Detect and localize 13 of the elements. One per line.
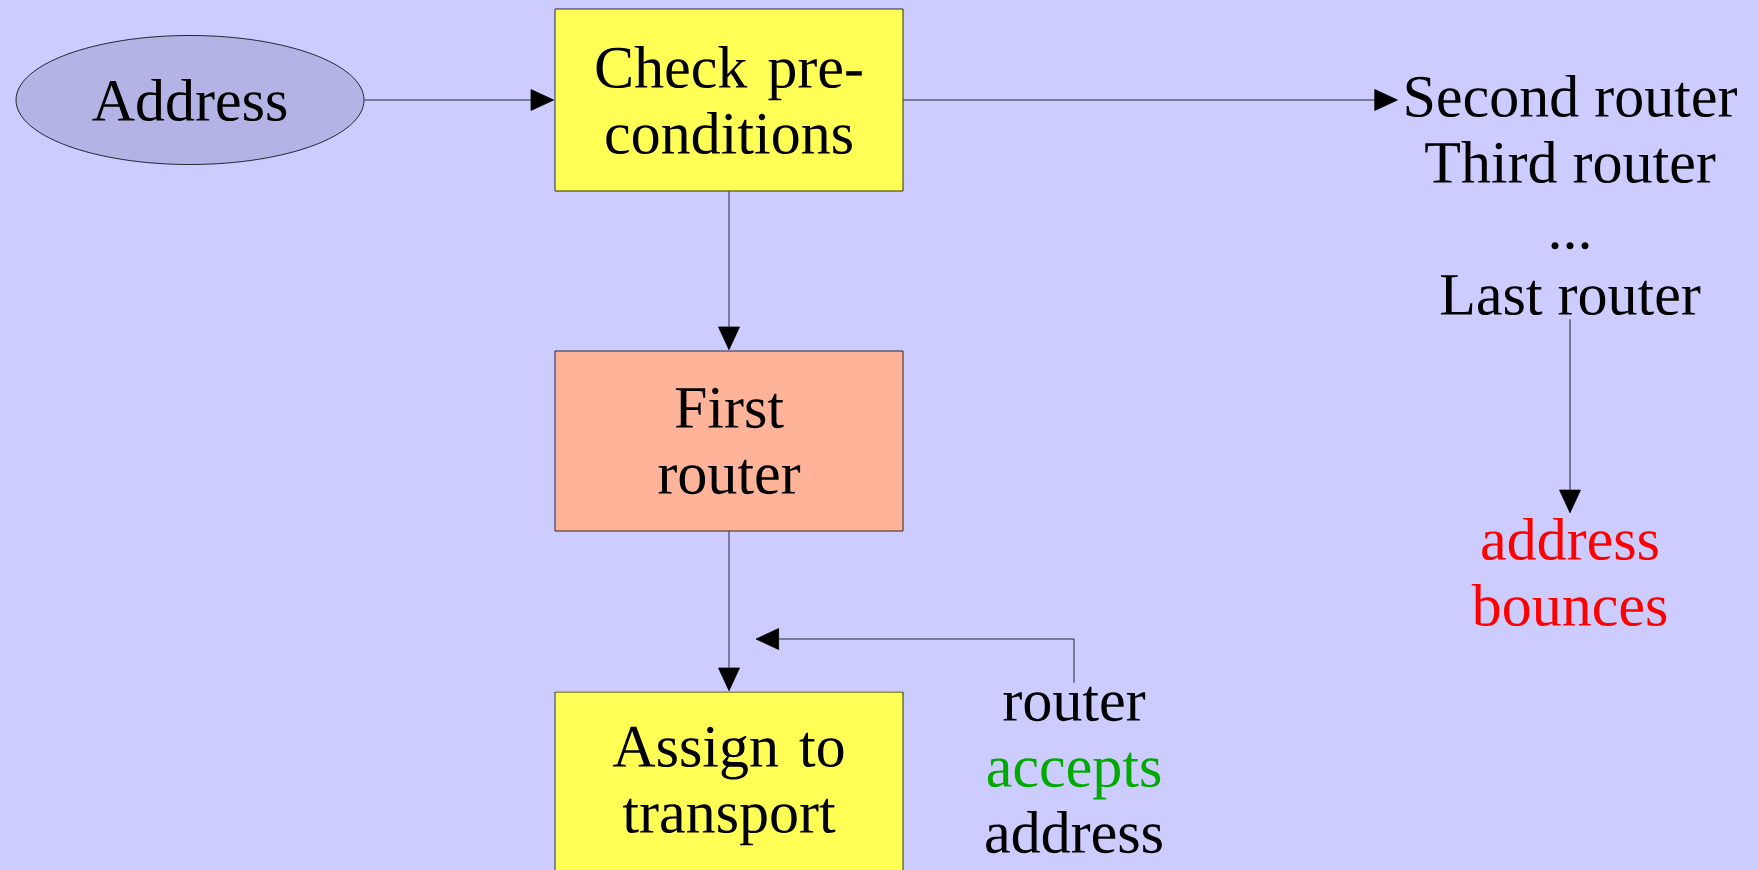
- result-text: address bounces: [1471, 517, 1667, 627]
- arrow: [1559, 318, 1581, 514]
- process-box: Check pre-conditions: [554, 8, 904, 192]
- router-list: Second router Third router ... Last router: [1406, 74, 1737, 316]
- arrow: [718, 531, 740, 692]
- arrow: [364, 89, 555, 111]
- router-box: First router: [554, 350, 904, 532]
- arrow: [718, 191, 740, 351]
- annotation-text: router accepts address: [986, 686, 1162, 854]
- arrow: [903, 89, 1398, 111]
- ellipse-node: Address: [15, 35, 365, 165]
- arrow: [755, 628, 1075, 683]
- process-box: Assign to transport: [554, 691, 904, 870]
